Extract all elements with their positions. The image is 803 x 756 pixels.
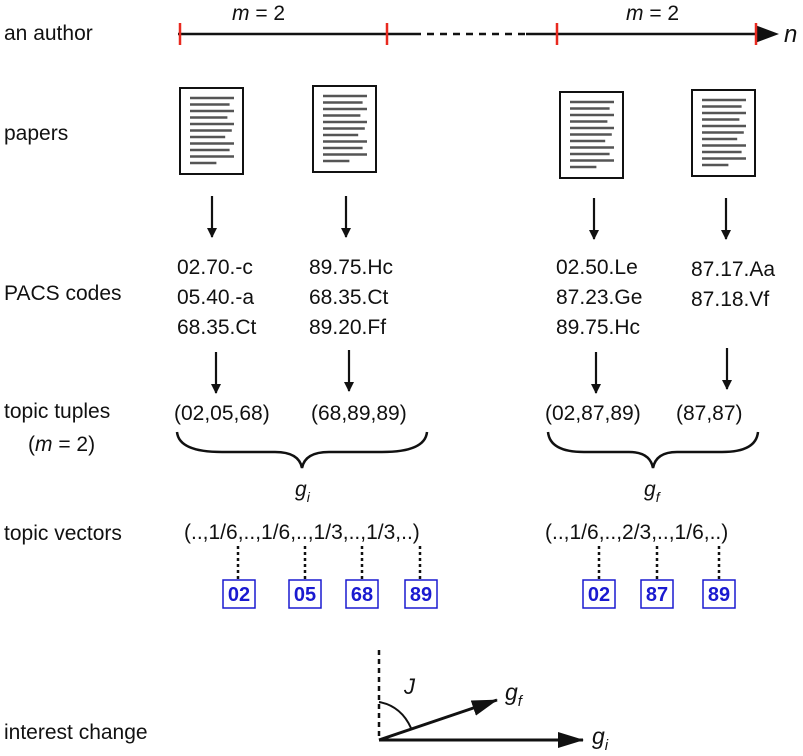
timeline-m-label-left: m = 2 bbox=[232, 2, 285, 25]
svg-text:89: 89 bbox=[410, 584, 432, 606]
paper-icon-4 bbox=[691, 89, 756, 177]
svg-text:02.50.Le: 02.50.Le bbox=[556, 256, 638, 279]
pacs-codes-paper-1: 02.70.-c 05.40.-a 68.35.Ct bbox=[177, 256, 257, 339]
label-papers: papers bbox=[4, 122, 68, 145]
brace-left bbox=[175, 431, 429, 469]
label-interest-change: interest change bbox=[4, 721, 148, 744]
topic-vector-right: (..,1/6,..,2/3,..,1/6,..) bbox=[545, 521, 728, 544]
svg-text:68: 68 bbox=[351, 584, 373, 606]
svg-text:89.75.Hc: 89.75.Hc bbox=[556, 316, 640, 339]
vector-g-f-arrow bbox=[378, 698, 498, 742]
label-an-author: an author bbox=[4, 22, 93, 45]
label-pacs-codes: PACS codes bbox=[4, 282, 122, 305]
svg-text:05.40.-a: 05.40.-a bbox=[177, 286, 254, 309]
svg-text:68.35.Ct: 68.35.Ct bbox=[309, 286, 389, 309]
topic-code-box-02-left: 02 bbox=[222, 579, 256, 609]
angle-label-j: J bbox=[403, 674, 416, 699]
topic-code-box-89-left: 89 bbox=[404, 579, 438, 609]
svg-text:89.75.Hc: 89.75.Hc bbox=[309, 256, 393, 279]
angle-arc bbox=[378, 701, 412, 729]
timeline: m = 2 m = 2 n bbox=[178, 2, 797, 48]
topic-vector-left: (..,1/6,..,1/6,..,1/3,..,1/3,..) bbox=[184, 521, 420, 544]
tuple-left-1: (02,05,68) bbox=[174, 402, 270, 425]
label-topic-tuples: topic tuples bbox=[4, 400, 110, 423]
timeline-m-label-right: m = 2 bbox=[626, 2, 679, 25]
pacs-codes-paper-2: 89.75.Hc 68.35.Ct 89.20.Ff bbox=[309, 256, 393, 339]
timeline-arrowhead bbox=[755, 25, 779, 43]
topic-code-box-68-left: 68 bbox=[345, 579, 379, 609]
svg-text:02.70.-c: 02.70.-c bbox=[177, 256, 253, 279]
svg-text:87.18.Vf: 87.18.Vf bbox=[691, 288, 769, 311]
paper-icon-3 bbox=[559, 91, 624, 179]
svg-text:02: 02 bbox=[588, 584, 610, 606]
vector-connectors bbox=[236, 546, 721, 580]
pacs-codes-paper-4: 87.17.Aa 87.18.Vf bbox=[691, 258, 775, 311]
svg-text:87: 87 bbox=[646, 584, 668, 606]
tuple-left-2: (68,89,89) bbox=[311, 402, 407, 425]
g-i-label: gi bbox=[295, 478, 311, 505]
topic-code-box-05-left: 05 bbox=[288, 579, 322, 609]
interest-change-diagram: J gf gi bbox=[377, 650, 609, 754]
pacs-codes-paper-3: 02.50.Le 87.23.Ge 89.75.Hc bbox=[556, 256, 642, 339]
svg-text:05: 05 bbox=[294, 584, 316, 606]
g-f-label: gf bbox=[644, 478, 662, 505]
label-topic-vectors: topic vectors bbox=[4, 522, 122, 545]
vector-g-f-label: gf bbox=[505, 679, 524, 710]
paper-icon-1 bbox=[179, 87, 244, 175]
topic-code-box-87-right: 87 bbox=[640, 579, 674, 609]
svg-text:89: 89 bbox=[708, 584, 730, 606]
topic-code-box-89-right: 89 bbox=[702, 579, 736, 609]
label-topic-tuples-m: (m = 2) bbox=[28, 433, 95, 456]
svg-text:87.23.Ge: 87.23.Ge bbox=[556, 286, 642, 309]
vector-g-i-label: gi bbox=[592, 723, 609, 754]
tuple-right-2: (87,87) bbox=[676, 402, 743, 425]
topic-code-box-02-right: 02 bbox=[582, 579, 616, 609]
tuple-right-1: (02,87,89) bbox=[545, 402, 641, 425]
timeline-n-label: n bbox=[784, 21, 797, 48]
svg-text:68.35.Ct: 68.35.Ct bbox=[177, 316, 257, 339]
paper-icon-2 bbox=[312, 85, 377, 173]
svg-text:89.20.Ff: 89.20.Ff bbox=[309, 316, 386, 339]
svg-text:02: 02 bbox=[228, 584, 250, 606]
svg-text:87.17.Aa: 87.17.Aa bbox=[691, 258, 775, 281]
brace-right bbox=[546, 431, 760, 469]
